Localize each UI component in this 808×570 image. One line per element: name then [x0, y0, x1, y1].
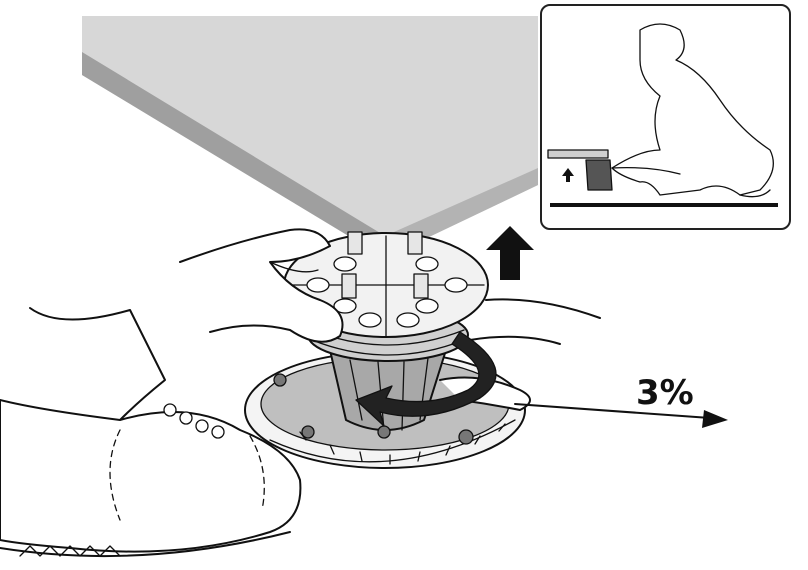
paving-slab [82, 16, 538, 258]
slope-arrow-icon [514, 403, 728, 428]
kneeling-worker-icon [547, 23, 778, 207]
up-arrow-icon [486, 226, 534, 280]
rotate-arrow-icon [355, 331, 497, 427]
slope-label: 3% [636, 373, 694, 413]
boot-icon [0, 307, 302, 558]
